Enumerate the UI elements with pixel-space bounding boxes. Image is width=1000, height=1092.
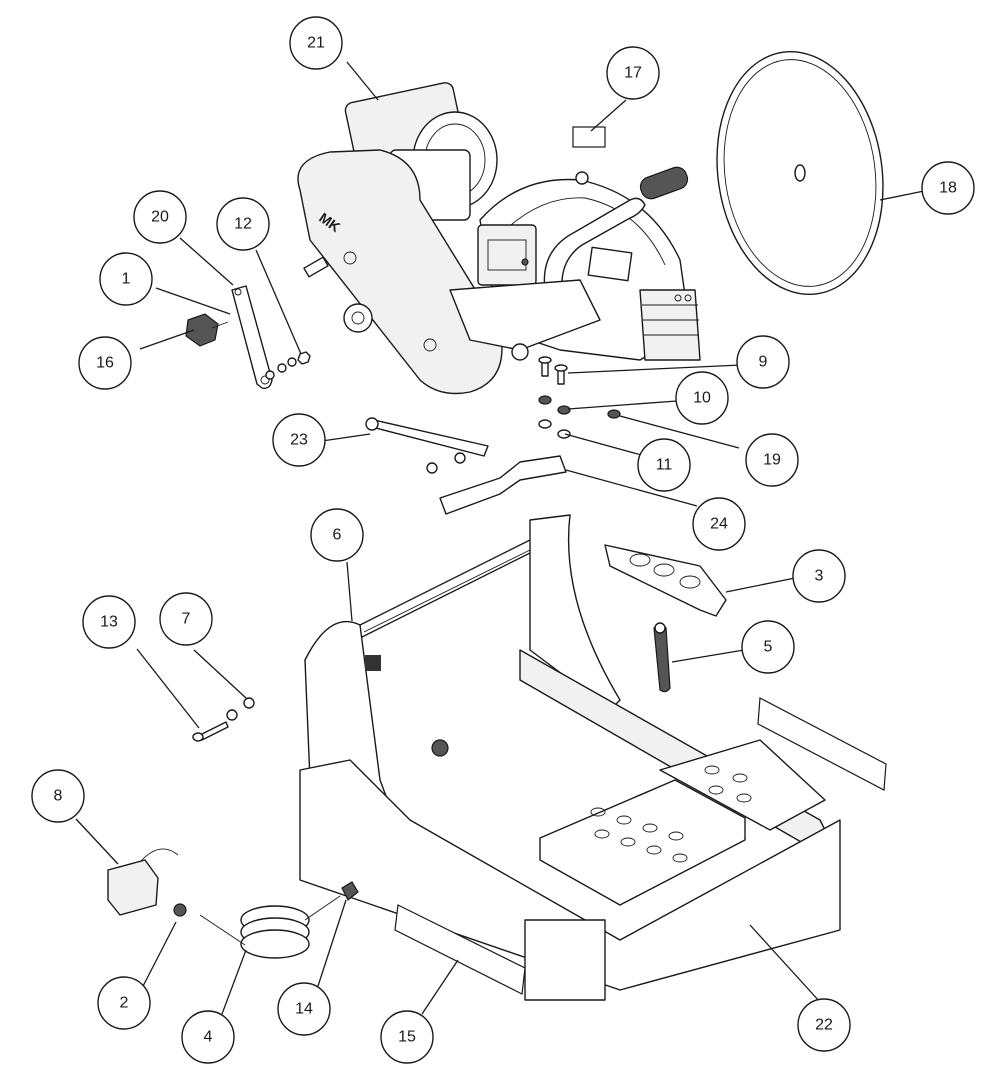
callout-21: 21 bbox=[289, 16, 343, 70]
callout-9: 9 bbox=[736, 335, 790, 389]
svg-text:10: 10 bbox=[693, 390, 711, 407]
callout-5: 5 bbox=[741, 620, 795, 674]
bracket-plate bbox=[231, 285, 273, 390]
svg-text:13: 13 bbox=[100, 614, 118, 631]
svg-text:22: 22 bbox=[815, 1017, 833, 1034]
callout-17: 17 bbox=[606, 46, 660, 100]
rail-bracket bbox=[439, 455, 567, 515]
nut-washer-set bbox=[265, 351, 311, 380]
diamond-blade bbox=[716, 50, 884, 296]
accessory-tray bbox=[604, 544, 727, 617]
svg-text:3: 3 bbox=[815, 568, 824, 585]
callout-12: 12 bbox=[216, 197, 270, 251]
svg-text:6: 6 bbox=[333, 527, 342, 544]
callout-22: 22 bbox=[797, 998, 851, 1052]
callout-24: 24 bbox=[692, 497, 746, 551]
bolt-washer-set bbox=[192, 697, 255, 742]
svg-text:7: 7 bbox=[182, 611, 191, 628]
callout-6: 6 bbox=[310, 508, 364, 562]
callout-4: 4 bbox=[181, 1010, 235, 1064]
callout-8: 8 bbox=[31, 769, 85, 823]
large-decal-side bbox=[757, 697, 887, 791]
callout-3: 3 bbox=[792, 549, 846, 603]
callout-1: 1 bbox=[99, 252, 153, 306]
rail-shaft bbox=[349, 534, 547, 641]
svg-text:15: 15 bbox=[398, 1029, 416, 1046]
motor-head-assembly: MK bbox=[297, 82, 701, 395]
stand-frame bbox=[299, 514, 841, 1001]
callout-20: 20 bbox=[133, 190, 187, 244]
svg-text:12: 12 bbox=[234, 216, 252, 233]
callout-15: 15 bbox=[380, 1010, 434, 1064]
fastener-group bbox=[538, 356, 621, 439]
link-arm bbox=[365, 417, 489, 474]
water-hose-set bbox=[173, 881, 359, 959]
svg-text:9: 9 bbox=[759, 354, 768, 371]
leader-lines bbox=[75, 61, 925, 1015]
lever-handle bbox=[653, 623, 671, 693]
callout-13: 13 bbox=[82, 595, 136, 649]
svg-text:16: 16 bbox=[96, 355, 114, 372]
lock-knob bbox=[185, 313, 219, 347]
callout-11: 11 bbox=[637, 438, 691, 492]
callout-2: 2 bbox=[97, 976, 151, 1030]
svg-text:14: 14 bbox=[295, 1001, 313, 1018]
svg-text:19: 19 bbox=[763, 452, 781, 469]
callout-bubbles: 21 17 18 20 12 1 16 9 10 23 11 19 24 6 3… bbox=[31, 16, 975, 1064]
svg-text:23: 23 bbox=[290, 432, 308, 449]
water-pump bbox=[107, 848, 179, 916]
svg-text:21: 21 bbox=[307, 35, 325, 52]
svg-text:2: 2 bbox=[120, 995, 129, 1012]
svg-text:11: 11 bbox=[656, 457, 673, 474]
callout-19: 19 bbox=[745, 433, 799, 487]
svg-text:1: 1 bbox=[122, 271, 131, 288]
callout-10: 10 bbox=[675, 371, 729, 425]
callout-23: 23 bbox=[272, 413, 326, 467]
callout-16: 16 bbox=[78, 336, 132, 390]
svg-text:4: 4 bbox=[204, 1029, 213, 1046]
svg-text:8: 8 bbox=[54, 788, 63, 805]
svg-text:5: 5 bbox=[764, 639, 773, 656]
svg-text:17: 17 bbox=[624, 65, 642, 82]
svg-text:20: 20 bbox=[151, 209, 169, 226]
callout-14: 14 bbox=[277, 982, 331, 1036]
callout-18: 18 bbox=[921, 161, 975, 215]
svg-text:18: 18 bbox=[939, 180, 957, 197]
callout-7: 7 bbox=[159, 592, 213, 646]
small-label-decal bbox=[572, 126, 606, 148]
large-decal-front bbox=[394, 904, 526, 995]
svg-text:24: 24 bbox=[710, 516, 728, 533]
